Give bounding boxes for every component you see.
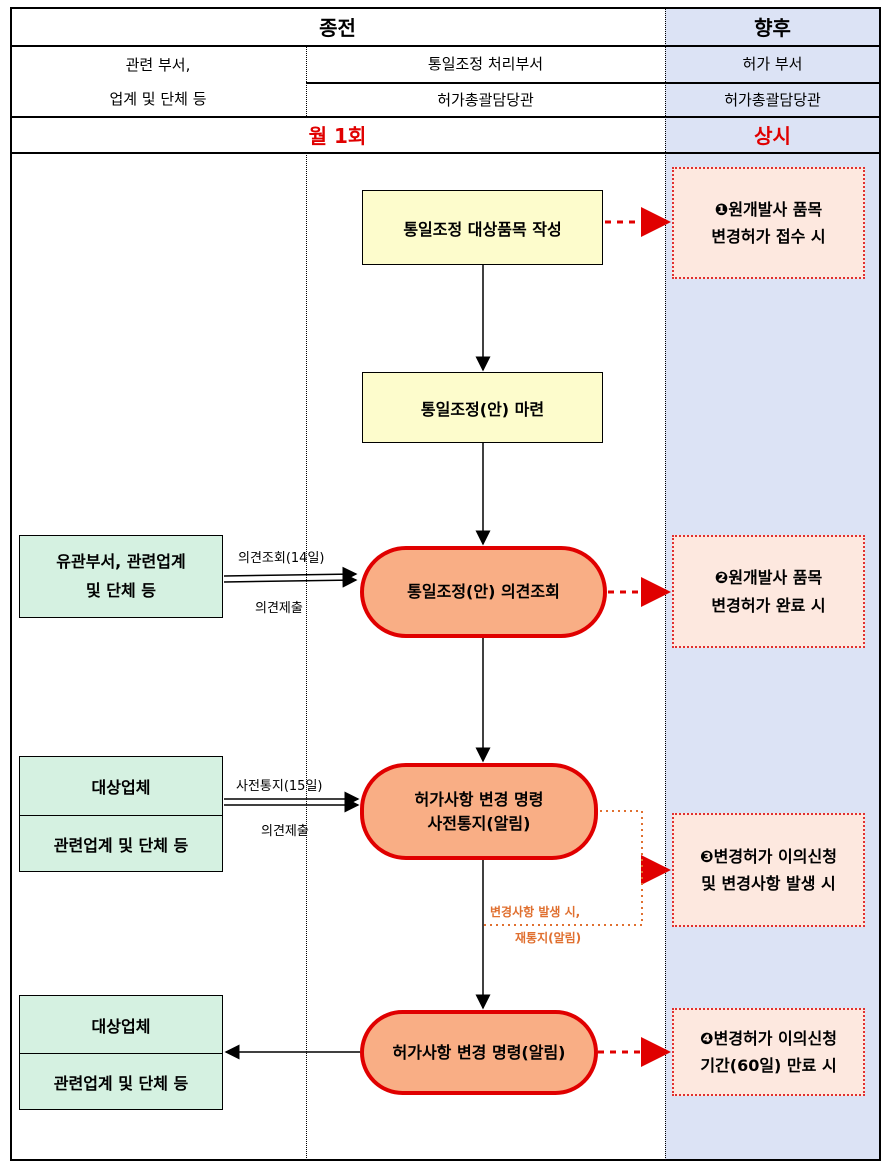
divider bbox=[306, 152, 307, 1160]
trigger-3-line2: 및 변경사항 발생 시 bbox=[701, 874, 836, 893]
left-box1-line1: 유관부서, 관련업계 bbox=[56, 551, 186, 571]
trigger-1-line2: 변경허가 접수 시 bbox=[711, 227, 826, 246]
divider bbox=[10, 116, 880, 118]
left-target-companies-1: 대상업체 관련업계 및 단체 등 bbox=[19, 756, 223, 872]
col1-line1: 관련 부서, bbox=[125, 55, 191, 74]
left-box1-line2: 및 단체 등 bbox=[85, 580, 157, 600]
left-box3-top: 대상업체 bbox=[20, 996, 222, 1054]
step-prepare-draft: 통일조정(안) 마련 bbox=[362, 372, 603, 443]
header-before: 종전 bbox=[319, 15, 356, 40]
left-box2-top: 대상업체 bbox=[20, 757, 222, 816]
left-box3-bottom: 관련업계 및 단체 등 bbox=[53, 1074, 189, 1093]
col1-line2: 업계 및 단체 등 bbox=[109, 90, 207, 108]
trigger-4-line1: ❹변경허가 이의신청 bbox=[700, 1028, 837, 1048]
divider bbox=[306, 82, 880, 84]
step-change-order: 허가사항 변경 명령(알림) bbox=[360, 1010, 598, 1095]
left-target-companies-2: 대상업체 관련업계 및 단체 등 bbox=[19, 995, 223, 1110]
trigger-3-line1: ❸변경허가 이의신청 bbox=[700, 846, 837, 866]
col3-row1: 허가 부서 bbox=[742, 55, 803, 73]
step-opinion-inquiry: 통일조정(안) 의견조회 bbox=[360, 546, 607, 638]
left-related-parties: 유관부서, 관련업계 및 단체 등 bbox=[19, 535, 223, 618]
trigger-2-line2: 변경허가 완료 시 bbox=[711, 595, 826, 615]
trigger-1-line1: ❶원개발사 품목 bbox=[714, 199, 823, 219]
col3-row2: 허가총괄담당관 bbox=[724, 90, 821, 109]
left-box2-bottom: 관련업계 및 단체 등 bbox=[53, 836, 189, 855]
step-prior-notice-line1: 허가사항 변경 명령 bbox=[414, 789, 544, 809]
outer-border bbox=[10, 7, 881, 1161]
label-opinion-submit-2: 의견제출 bbox=[261, 824, 309, 839]
label-opinion-submit-1: 의견제출 bbox=[255, 601, 303, 616]
label-renotice-1: 변경사항 발생 시, bbox=[490, 905, 581, 919]
freq-after: 상시 bbox=[754, 123, 791, 148]
divider bbox=[306, 45, 307, 116]
step-prior-notice: 허가사항 변경 명령 사전통지(알림) bbox=[360, 763, 598, 860]
step-prior-notice-line2: 사전통지(알림) bbox=[427, 813, 531, 833]
label-prior-notice: 사전통지(15일) bbox=[236, 779, 323, 794]
divider bbox=[10, 152, 880, 154]
label-renotice-2: 재통지(알림) bbox=[515, 931, 582, 945]
col2-row1: 통일조정 처리부서 bbox=[427, 55, 544, 73]
col2-row2: 허가총괄담당관 bbox=[437, 90, 534, 109]
trigger-4-line2: 기간(60일) 만료 시 bbox=[700, 1056, 837, 1075]
label-opinion-inquiry: 의견조회(14일) bbox=[238, 551, 325, 566]
step-create-target-list: 통일조정 대상품목 작성 bbox=[362, 190, 603, 265]
freq-before: 월 1회 bbox=[308, 123, 367, 148]
divider bbox=[10, 45, 880, 47]
header-after: 향후 bbox=[754, 15, 791, 40]
trigger-2-line1: ❷원개발사 품목 bbox=[714, 568, 823, 588]
